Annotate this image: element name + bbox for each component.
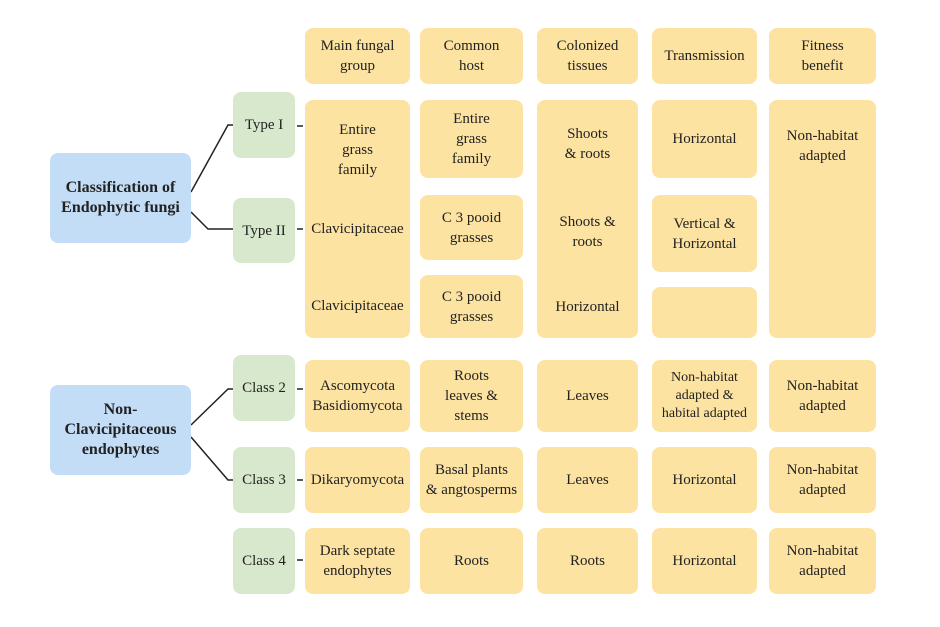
class3-transmission: Horizontal	[652, 447, 757, 513]
header-fitness-benefit: Fitness benefit	[769, 28, 876, 84]
class-2-box: Class 2	[233, 355, 295, 421]
main-group-type1: Entire grass family	[337, 122, 378, 178]
class2-fitness: Non-habitat adapted	[769, 360, 876, 432]
type-2-box: Type II	[233, 198, 295, 263]
host-type2: C 3 pooid grasses	[420, 195, 523, 260]
class4-transmission: Horizontal	[652, 528, 757, 594]
type-1-box: Type I	[233, 92, 295, 158]
root-classification-endophytic-fungi: Classification of Endophytic fungi	[50, 153, 191, 243]
host-type3: C 3 pooid grasses	[420, 275, 523, 338]
host-type1: Entire grass family	[420, 100, 523, 178]
class2-tissues: Leaves	[537, 360, 638, 432]
class2-host: Roots leaves & stems	[420, 360, 523, 432]
class-3-box: Class 3	[233, 447, 295, 513]
connector-line	[190, 436, 233, 481]
header-transmission: Transmission	[652, 28, 757, 84]
connector-line	[190, 388, 233, 426]
tissues-column-box	[537, 100, 638, 338]
fitness-clav: Non-habitat adapted	[769, 100, 876, 338]
main-group-column-box	[305, 100, 410, 338]
class3-group: Dikaryomycota	[305, 447, 410, 513]
tissues-type3: Horizontal	[555, 299, 620, 315]
class2-transmission: Non-habitat adapted & habital adapted	[652, 360, 757, 432]
class3-tissues: Leaves	[537, 447, 638, 513]
tissues-type2: Shoots & roots	[559, 214, 616, 250]
class4-fitness: Non-habitat adapted	[769, 528, 876, 594]
main-group-type3: Clavicipitaceae	[311, 298, 404, 314]
class2-group: Ascomycota Basidiomycota	[305, 360, 410, 432]
main-group-type2: Clavicipitaceae	[311, 221, 404, 237]
class3-fitness: Non-habitat adapted	[769, 447, 876, 513]
header-common-host: Common host	[420, 28, 523, 84]
class4-host: Roots	[420, 528, 523, 594]
transmission-type1: Horizontal	[652, 100, 757, 178]
header-colonized-tissues: Colonized tissues	[537, 28, 638, 84]
class-4-box: Class 4	[233, 528, 295, 594]
connector-line	[190, 124, 233, 193]
transmission-type3-empty	[652, 287, 757, 338]
class3-host: Basal plants & angtosperms	[420, 447, 523, 513]
class4-group: Dark septate endophytes	[305, 528, 410, 594]
class4-tissues: Roots	[537, 528, 638, 594]
tissues-type1: Shoots & roots	[564, 126, 611, 162]
connector-line	[190, 211, 233, 230]
transmission-type2: Vertical & Horizontal	[652, 195, 757, 272]
header-main-fungal-group: Main fungal group	[305, 28, 410, 84]
root-non-clavicipitaceous: Non- Clavicipitaceous endophytes	[50, 385, 191, 475]
